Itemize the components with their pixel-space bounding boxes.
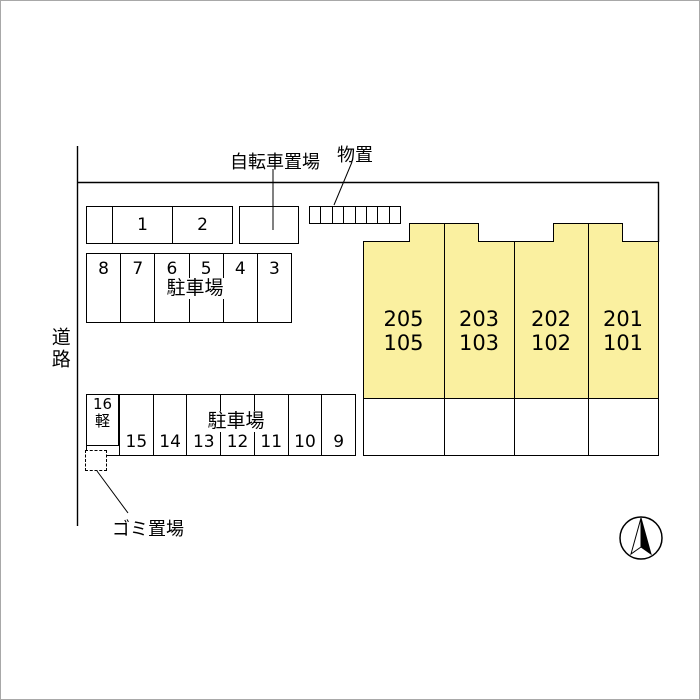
bicycle-parking-area bbox=[239, 206, 299, 244]
parking-stall-8: 8 bbox=[98, 259, 109, 279]
parking-stall-13: 13 bbox=[186, 395, 220, 455]
parking-stall-9: 9 bbox=[321, 395, 355, 455]
unit-label-202-102: 202 102 bbox=[514, 307, 588, 355]
unit-upper-number: 205 bbox=[383, 307, 424, 331]
unit-lower-number: 103 bbox=[458, 331, 500, 356]
parking-stall-2: 2 bbox=[172, 207, 232, 243]
unit-label-205-105: 205 105 bbox=[363, 307, 444, 355]
parking-stall-6: 6 bbox=[154, 254, 188, 322]
shed-cell bbox=[343, 207, 354, 223]
parking-stall-7: 7 bbox=[120, 254, 154, 322]
parking-lot-label-middle: 駐車場 bbox=[156, 278, 234, 299]
parking-row-top: 1 2 bbox=[86, 206, 233, 244]
parking-row-bottom-cells: 15 14 13 12 11 10 9 bbox=[119, 395, 355, 455]
shed-cell bbox=[388, 207, 400, 223]
parking-row-bottom: 16 軽 15 14 13 12 11 10 9 bbox=[86, 394, 356, 456]
storage-shed-label: 物置 bbox=[337, 145, 373, 166]
parking-stall-16-light: 16 軽 bbox=[87, 395, 119, 446]
garbage-area-box bbox=[85, 450, 107, 471]
unit-label-201-101: 201 101 bbox=[588, 307, 658, 355]
shed-cell bbox=[310, 207, 320, 223]
parking-stall-14: 14 bbox=[152, 395, 187, 455]
unit-lower-number: 101 bbox=[602, 331, 644, 356]
unit-upper-number: 202 bbox=[530, 307, 572, 331]
unit-lower-number: 102 bbox=[530, 331, 572, 356]
shed-cell bbox=[365, 207, 377, 223]
unit-upper-number: 201 bbox=[602, 307, 644, 331]
road-label: 道路 bbox=[48, 327, 71, 371]
shed-cell bbox=[320, 207, 331, 223]
building-lower-band bbox=[363, 398, 659, 456]
storage-shed-area bbox=[309, 206, 401, 224]
light-stall-kei-mark: 軽 bbox=[94, 412, 110, 431]
shed-cell bbox=[354, 207, 366, 223]
shed-cell bbox=[331, 207, 343, 223]
parking-stall-3: 3 bbox=[256, 254, 291, 322]
shed-cell bbox=[377, 207, 388, 223]
parking-stall-15: 15 bbox=[119, 395, 153, 455]
parking-stall-1: 1 bbox=[112, 207, 172, 243]
garbage-area-label: ゴミ置場 bbox=[112, 519, 184, 540]
parking-stall-empty bbox=[87, 207, 112, 243]
bicycle-parking-label: 自転車置場 bbox=[230, 152, 320, 173]
unit-label-203-103: 203 103 bbox=[444, 307, 514, 355]
parking-stall-10: 10 bbox=[287, 395, 322, 455]
parking-lot-label-bottom: 駐車場 bbox=[197, 411, 275, 432]
unit-lower-number: 105 bbox=[383, 331, 424, 356]
unit-upper-number: 203 bbox=[458, 307, 500, 331]
light-stall-number: 16 bbox=[92, 395, 113, 413]
